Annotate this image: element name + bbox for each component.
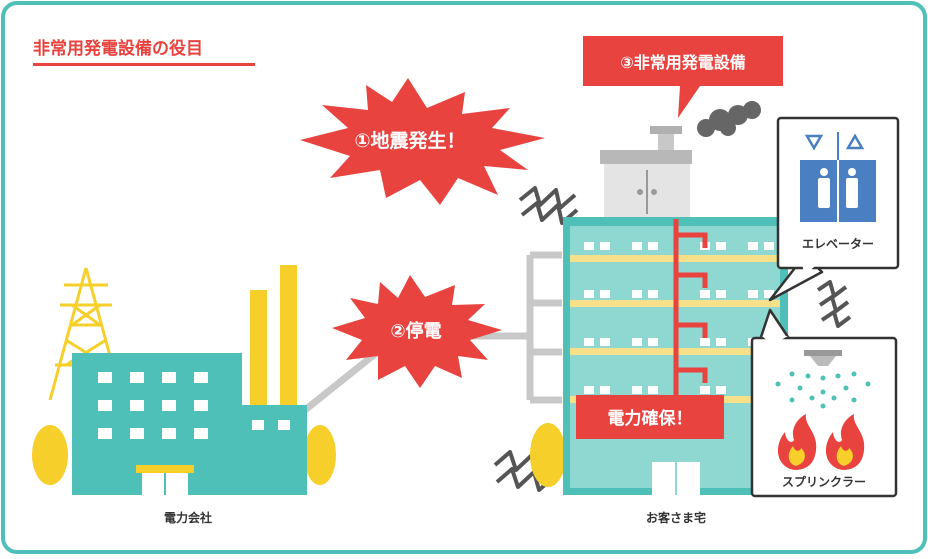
fire-icon (777, 414, 865, 470)
generator-unit (600, 101, 761, 219)
chimney-right (280, 265, 297, 405)
power-company-label: 電力会社 (164, 510, 212, 525)
sprinkler-label: スプリンクラー (782, 474, 866, 489)
power-company (32, 265, 336, 495)
outage-label: ②停電 (390, 320, 441, 342)
factory-door-awning (136, 465, 194, 473)
page-title: 非常用発電設備の役目 (33, 38, 203, 59)
title-underline (33, 63, 255, 66)
tree-left (32, 425, 68, 485)
transmission-tower-icon (48, 267, 124, 401)
sprinkler-callout: スプリンクラー (750, 308, 898, 498)
earthquake-label: ①地震発生！ (354, 129, 465, 152)
power-secured-badge (576, 395, 724, 439)
tree-right (304, 425, 336, 485)
power-secured-label: 電力確保！ (608, 408, 693, 429)
outage-burst (332, 275, 502, 388)
generator-callout (583, 36, 783, 86)
up-arrow-icon (845, 133, 865, 150)
smoke-icon (697, 101, 761, 137)
chimney-left (250, 290, 267, 405)
sprinkler-head-icon (804, 350, 842, 366)
distribution-bracket (526, 251, 562, 404)
water-spray-icon (775, 371, 871, 409)
down-arrow-icon (804, 134, 824, 151)
elevator-icon (800, 160, 876, 222)
generator-label: ③非常用発電設備 (620, 53, 746, 72)
tree-customer (530, 423, 566, 487)
shake-mark-right (816, 280, 848, 298)
factory-windows (98, 372, 290, 439)
customer-home-label: お客さま宅 (646, 510, 706, 525)
elevator-label: エレベーター (802, 237, 874, 251)
power-riser (673, 219, 708, 398)
power-line-1 (302, 347, 383, 413)
elevator-callout: エレベーター (768, 116, 900, 302)
earthquake-burst (300, 78, 545, 205)
factory-annex (242, 405, 307, 495)
customer-building (530, 217, 788, 495)
shake-mark-top (518, 186, 577, 210)
